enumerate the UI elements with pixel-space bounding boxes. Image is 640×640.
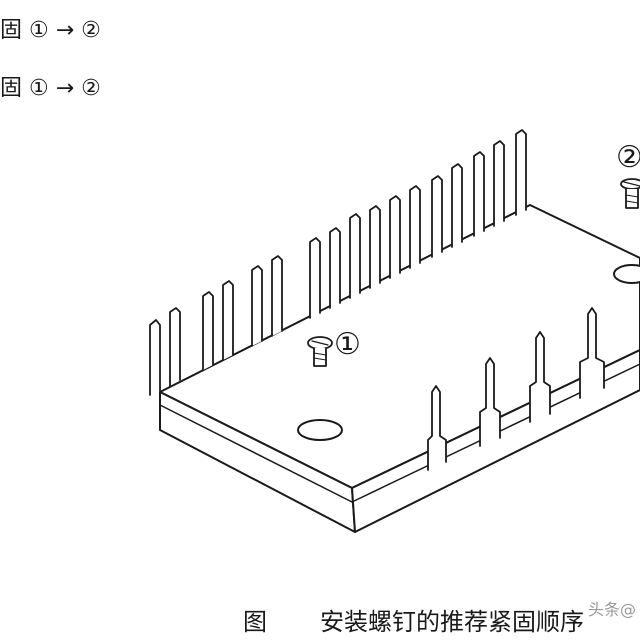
pin: [515, 129, 527, 216]
pin: [251, 265, 263, 347]
pin: [222, 280, 234, 361]
screw-shank: [625, 188, 639, 209]
pin: [479, 357, 501, 447]
pin: [427, 385, 447, 471]
screw-thread: [313, 352, 327, 356]
figure-caption: 图 安装螺钉的推荐紧固顺序: [0, 606, 640, 640]
pin: [579, 307, 605, 399]
screw-label-1: ①: [334, 327, 361, 362]
figure-title: 安装螺钉的推荐紧固顺序: [320, 608, 584, 636]
front-pin-row: [427, 307, 605, 471]
pin: [271, 255, 283, 337]
module-body: [159, 204, 640, 533]
pin: [389, 195, 401, 279]
screw-slot: [311, 340, 329, 346]
pin: [149, 319, 161, 396]
pin: [409, 185, 421, 269]
pin: [493, 140, 505, 227]
mounting-hole-left: [297, 419, 343, 441]
instruction-line-1: 固 ① → ②: [0, 18, 101, 43]
pin: [169, 307, 181, 387]
figure-label: 图: [243, 608, 267, 636]
pin: [451, 163, 463, 248]
pin: [349, 213, 361, 299]
module-edge-line: [159, 404, 353, 503]
pin: [431, 175, 443, 258]
pin: [309, 237, 321, 319]
pin: [369, 205, 381, 289]
mounting-hole-right: [613, 264, 640, 284]
screw-thread: [313, 357, 327, 361]
screw-label-2: ②: [616, 140, 640, 175]
instruction-line-2: 固 ① → ②: [0, 76, 101, 101]
screw-2: [620, 178, 640, 209]
screw-thread: [625, 200, 639, 204]
pin: [202, 291, 214, 371]
pin: [473, 151, 485, 237]
screw-thread: [625, 194, 639, 198]
screw-1: [307, 336, 333, 367]
back-pin-row: [149, 129, 527, 396]
watermark: 头条@: [588, 600, 637, 619]
pin: [329, 227, 341, 309]
screw-slot: [623, 181, 640, 187]
screw-shank: [313, 347, 327, 367]
pin: [529, 331, 551, 423]
